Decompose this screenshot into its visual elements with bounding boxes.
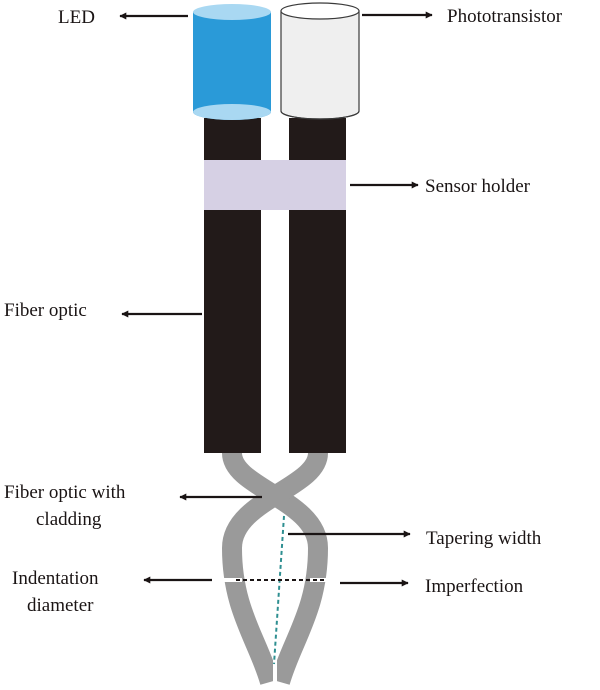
- label-indentation-line2: diameter: [27, 595, 94, 616]
- sensor-holder: [204, 160, 346, 210]
- led-cylinder: [193, 4, 271, 120]
- tapering-width-line: [273, 515, 285, 665]
- label-cladding-line1: Fiber optic with: [4, 482, 126, 503]
- label-fiber-optic: Fiber optic: [4, 300, 87, 321]
- label-cladding-line2: cladding: [36, 509, 102, 530]
- imperfection-notch-right: [310, 578, 340, 582]
- label-tapering-width: Tapering width: [426, 528, 542, 549]
- cladding-strand-left: [222, 451, 329, 685]
- bottom-gap: [273, 660, 277, 686]
- cladding-strand-right: [221, 451, 328, 685]
- label-led: LED: [58, 7, 95, 28]
- label-indentation-line1: Indentation: [12, 568, 99, 589]
- label-phototransistor: Phototransistor: [447, 6, 563, 27]
- label-sensor-holder: Sensor holder: [425, 176, 531, 197]
- imperfection-notch-left: [214, 578, 242, 582]
- phototransistor-cylinder: [280, 2, 360, 120]
- label-imperfection: Imperfection: [425, 576, 524, 597]
